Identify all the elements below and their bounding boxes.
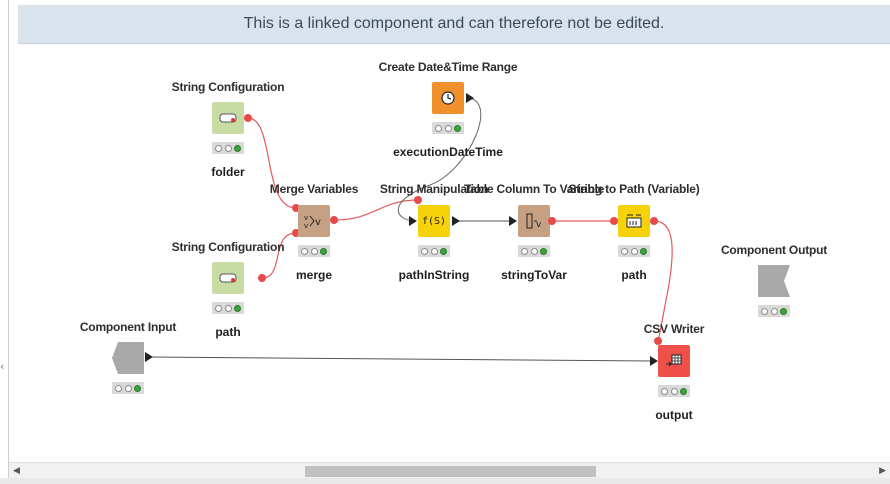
node-status-indicator xyxy=(418,245,450,257)
node-title-component-input: Component Input xyxy=(79,320,177,334)
data-out-port[interactable] xyxy=(145,352,153,362)
connection-merge-stringmanip xyxy=(333,199,419,221)
scrollbar-thumb[interactable] xyxy=(305,466,596,477)
table-to-variable-icon: v xyxy=(526,213,542,230)
bottom-border xyxy=(0,478,890,484)
string-config-folder-node[interactable] xyxy=(212,102,244,134)
variable-in-port[interactable] xyxy=(292,229,300,237)
string-config-path-node[interactable] xyxy=(212,262,244,294)
node-title-string-config-path: String Configuration xyxy=(171,240,285,254)
node-title-merge-variables: Merge Variables xyxy=(269,182,359,196)
node-status-indicator xyxy=(518,245,550,257)
node-title-string-to-path: String to Path (Variable) xyxy=(568,182,700,196)
node-title-date-time-range: Create Date&Time Range xyxy=(378,60,518,74)
variable-in-port[interactable] xyxy=(292,204,300,212)
variable-in-port[interactable] xyxy=(414,196,422,204)
svg-text:v: v xyxy=(536,220,542,230)
node-status-indicator xyxy=(212,142,244,154)
node-title-csv-writer: CSV Writer xyxy=(643,322,705,336)
node-label-merge: merge xyxy=(295,268,333,282)
node-label-output: output xyxy=(655,408,693,422)
data-out-port[interactable] xyxy=(452,216,460,226)
data-in-port[interactable] xyxy=(409,216,417,226)
string-config-icon xyxy=(219,273,237,283)
string-to-path-icon xyxy=(626,214,642,228)
variable-out-port[interactable] xyxy=(258,274,266,282)
data-in-port[interactable] xyxy=(650,356,658,366)
node-status-indicator xyxy=(212,302,244,314)
string-to-path-node[interactable] xyxy=(618,205,650,237)
linked-component-banner: This is a linked component and can there… xyxy=(18,5,890,44)
data-in-port[interactable] xyxy=(509,216,517,226)
node-label-string-to-var: stringToVar xyxy=(501,268,567,282)
component-output-node[interactable] xyxy=(758,265,790,297)
node-status-indicator xyxy=(298,245,330,257)
node-status-indicator xyxy=(758,305,790,317)
csv-writer-icon xyxy=(666,354,682,367)
csv-writer-node[interactable] xyxy=(658,345,690,377)
svg-text:v: v xyxy=(315,217,321,228)
scroll-right-arrow-icon[interactable]: ▶ xyxy=(879,465,886,475)
variable-out-port[interactable] xyxy=(330,216,338,224)
create-date-time-range-node[interactable] xyxy=(432,82,464,114)
left-panel-edge xyxy=(0,0,9,484)
string-config-icon xyxy=(219,113,237,123)
node-label-execution-date-time: executionDateTime xyxy=(393,145,503,159)
banner-text: This is a linked component and can there… xyxy=(243,15,665,32)
clock-icon xyxy=(441,91,455,105)
node-title-string-manipulation: String Manipulation xyxy=(379,182,489,196)
connection-input-csv xyxy=(149,356,654,362)
variable-out-port[interactable] xyxy=(244,114,252,122)
variable-out-port[interactable] xyxy=(548,217,556,225)
variable-in-port[interactable] xyxy=(654,337,662,345)
node-label-path-variable: path xyxy=(621,268,647,282)
scroll-left-arrow-icon[interactable]: ◀ xyxy=(13,465,20,475)
component-input-icon xyxy=(112,342,144,374)
node-title-string-config-folder: String Configuration xyxy=(171,80,285,94)
node-status-indicator xyxy=(658,385,690,397)
node-label-folder: folder xyxy=(211,165,245,179)
component-input-node[interactable] xyxy=(112,342,144,374)
node-title-component-output: Component Output xyxy=(720,243,828,257)
node-title-table-column-to-variable: Table Column To Variable xyxy=(463,182,605,196)
variable-out-port[interactable] xyxy=(650,217,658,225)
svg-text:v: v xyxy=(304,214,308,222)
horizontal-scrollbar[interactable]: ◀ ▶ xyxy=(9,462,890,479)
component-output-icon xyxy=(758,265,790,297)
string-manipulation-icon: f(S) xyxy=(421,215,447,227)
connection-datetime-stringmanip xyxy=(397,97,482,222)
svg-text:v: v xyxy=(304,222,308,230)
node-status-indicator xyxy=(432,122,464,134)
collapse-arrow-icon[interactable]: ‹ xyxy=(0,360,5,373)
node-status-indicator xyxy=(618,245,650,257)
table-column-to-variable-node[interactable]: v xyxy=(518,205,550,237)
node-label-path-config: path xyxy=(215,325,241,339)
data-out-port[interactable] xyxy=(466,93,474,103)
node-label-path-in-string: pathInString xyxy=(398,268,470,282)
string-manipulation-node[interactable]: f(S) xyxy=(418,205,450,237)
node-status-indicator xyxy=(112,382,144,394)
variable-in-port[interactable] xyxy=(610,217,618,225)
